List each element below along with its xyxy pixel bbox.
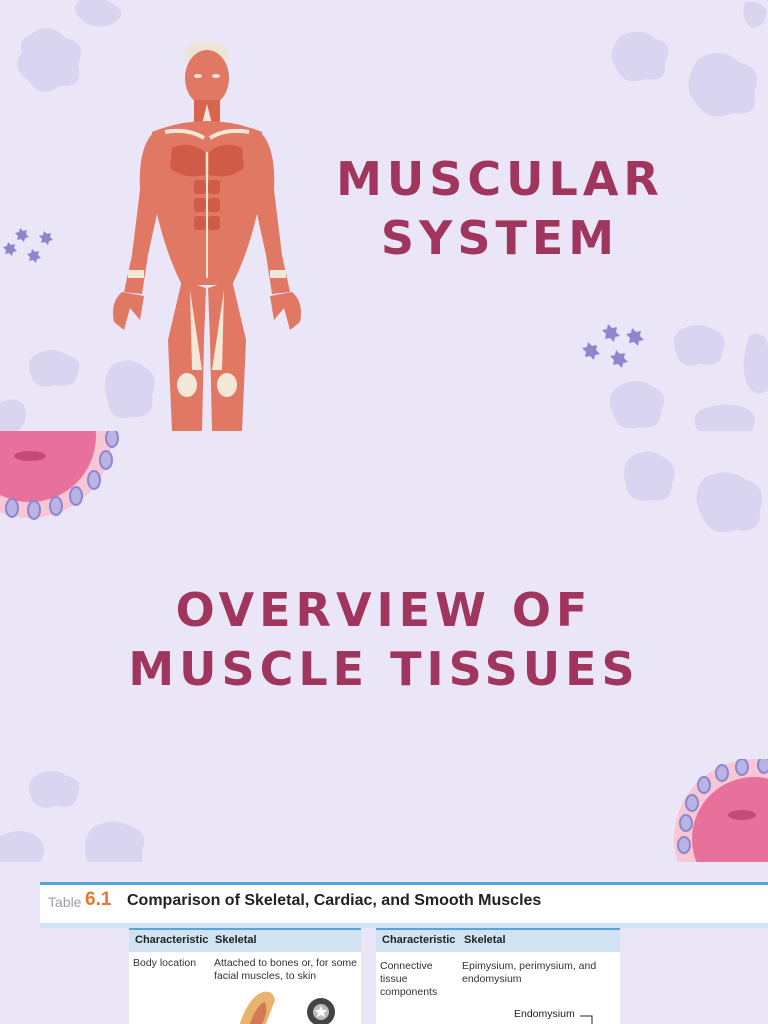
slide-comparison-table: Table 6.1 Comparison of Skeletal, Cardia… [0, 862, 768, 1024]
microbe-cluster-icon [582, 324, 644, 368]
table-divider [40, 923, 768, 928]
table-title: Comparison of Skeletal, Cardiac, and Smo… [127, 892, 542, 909]
blob-cell-icon [611, 31, 669, 82]
column-header: Characteristic [135, 934, 209, 946]
microbe-cluster-icon [3, 228, 53, 263]
virus-icon [0, 431, 119, 520]
muscle-figure-illustration [113, 42, 301, 431]
table-header-row: Characteristic Skeletal [129, 930, 361, 952]
muscle-arm-illustration [239, 991, 335, 1024]
blob-cell-icon [688, 52, 757, 117]
slide-title: MUSCULAR SYSTEM [320, 150, 680, 268]
blob-cell-icon [743, 1, 767, 29]
column-header: Skeletal [215, 934, 257, 946]
blob-cell-icon [75, 0, 122, 27]
blob-cell-icon [609, 381, 665, 429]
table-cell: Body location [133, 957, 197, 969]
slide-title-line: OVERVIEW OF [175, 583, 593, 637]
table-panel-right: Characteristic Skeletal Connective tissu… [376, 928, 620, 1024]
blob-cell-icon [0, 399, 26, 431]
blob-cell-icon [28, 350, 80, 387]
blob-cell-icon [673, 325, 725, 366]
blob-cell-icon [104, 360, 155, 419]
blob-cell-icon [0, 831, 45, 862]
blob-cell-icon [84, 821, 145, 862]
blob-cell-icon [28, 771, 80, 808]
table-cell: Epimysium, perimysium, and endomysium [462, 960, 597, 985]
slide-muscular-system: MUSCULAR SYSTEM [0, 0, 768, 431]
slide-title: OVERVIEW OF MUSCLE TISSUES [100, 581, 668, 699]
slide-overview: OVERVIEW OF MUSCLE TISSUES [0, 431, 768, 862]
leader-line [580, 1015, 593, 1024]
slide-title-line: MUSCLE TISSUES [128, 641, 640, 696]
blob-cell-icon [694, 404, 755, 431]
table-title-bar: Table 6.1 Comparison of Skeletal, Cardia… [40, 882, 768, 926]
slide-title-line: MUSCULAR [336, 152, 664, 206]
slide-title-line: SYSTEM [380, 210, 620, 265]
table-cell: Connective tissue components [380, 960, 438, 998]
blob-cell-icon [17, 28, 82, 92]
figure-label: Endomysium [514, 1008, 575, 1020]
blob-cell-icon [624, 451, 675, 501]
blob-cell-icon [696, 472, 763, 533]
column-header: Characteristic [382, 934, 456, 946]
table-panel-left: Characteristic Skeletal Body location At… [129, 928, 361, 1024]
table-label: Table [48, 894, 82, 910]
virus-icon [674, 759, 768, 862]
table-number: 6.1 [85, 889, 112, 910]
blob-cell-icon [743, 334, 768, 394]
table-cell: Attached to bones or, for some facial mu… [214, 957, 358, 982]
column-header: Skeletal [464, 934, 506, 946]
table-header-row: Characteristic Skeletal [376, 930, 620, 952]
